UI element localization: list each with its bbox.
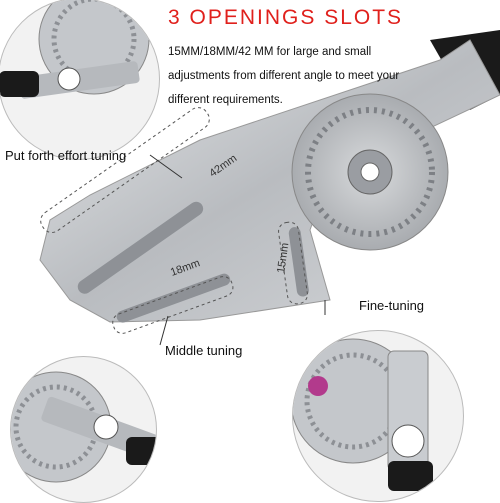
callout-fine-tuning: Fine-tuning <box>359 298 425 313</box>
middle-leader <box>159 315 169 346</box>
callout-middle-tuning: Middle tuning <box>165 343 243 358</box>
brake-disc-image <box>291 93 449 251</box>
inset-middle-photo <box>10 356 157 503</box>
effort-leader <box>149 154 183 179</box>
slot-18mm-outline <box>112 276 234 334</box>
page-title: 3 OPENINGS SLOTS <box>168 6 404 29</box>
inset-fine-photo <box>292 330 464 502</box>
slot-18mm <box>116 273 231 323</box>
description-line-3: different requirements. <box>168 94 283 106</box>
slot-42mm <box>77 201 204 294</box>
description-line-1: 15MM/18MM/42 MM for large and small <box>168 46 372 58</box>
inset-effort-photo <box>0 0 160 160</box>
description-line-2: adjustments from different angle to meet… <box>168 70 400 82</box>
slot-42mm-outline <box>40 107 210 233</box>
slot-15mm <box>288 227 309 297</box>
callout-effort-tuning: Put forth effort tuning <box>5 148 127 163</box>
slot-15mm-outline <box>278 221 308 305</box>
